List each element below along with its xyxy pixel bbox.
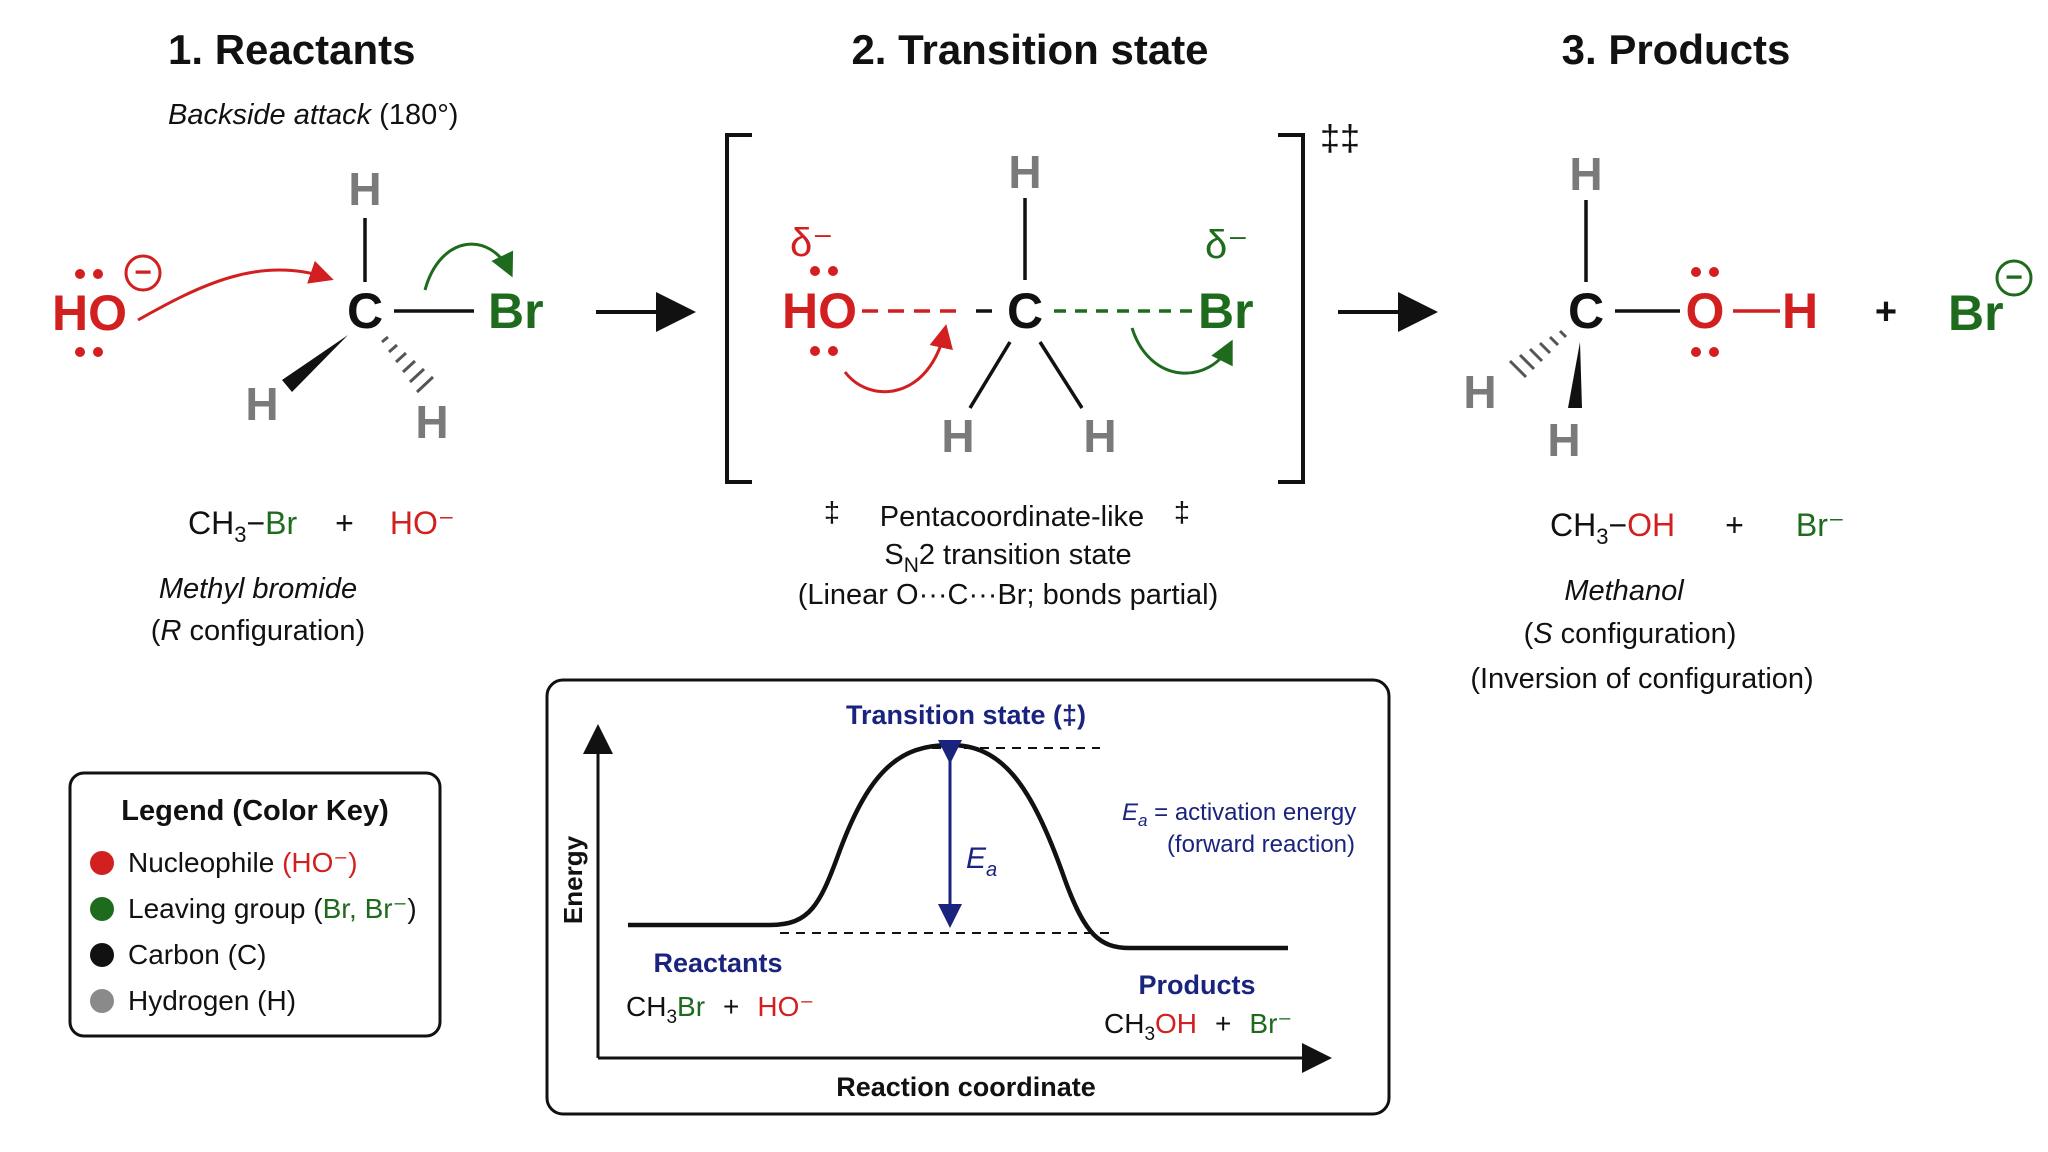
legend-items: Nucleophile (HO⁻) Leaving group (Br, Br⁻)…	[90, 847, 417, 1016]
leaving-arrow	[423, 242, 514, 291]
prod-hydrogen-wedge: H	[1547, 414, 1580, 466]
hydrogen-top: H	[348, 163, 381, 215]
ts-label: Transition state (‡)	[846, 700, 1086, 730]
ts-leaving-arrow	[1130, 327, 1233, 375]
legend-item-1: Leaving group (Br, Br⁻)	[128, 893, 417, 924]
left-bracket	[725, 133, 752, 484]
ts-line2: SN2 transition state	[884, 539, 1131, 577]
energy-reactants-formula: CH3Br+HO⁻	[626, 991, 814, 1028]
reactant-carbon: C	[347, 283, 383, 339]
products-title: 3. Products	[1562, 26, 1791, 73]
inversion-note: (Inversion of configuration)	[1470, 663, 1813, 695]
legend-item-3: Hydrogen (H)	[128, 985, 296, 1016]
energy-ylabel: Energy	[558, 835, 588, 924]
prod-wedge-bond	[1568, 342, 1582, 408]
ts-hydrogen-left: H	[941, 410, 974, 462]
charge-sign: −	[134, 256, 152, 289]
hashed-bond	[381, 335, 435, 394]
prod-plus: +	[1875, 291, 1897, 333]
attack-arrow	[137, 260, 334, 322]
dagger-right: ‡	[1174, 497, 1190, 529]
ts-attack-arrow	[843, 324, 953, 394]
prod-oxygen: O	[1686, 283, 1725, 339]
products-panel: 3. Products H C O H H H + Br − CH3−OH+Br…	[1463, 26, 2033, 695]
ea-label: Ea	[966, 842, 997, 881]
product-configuration: (S configuration)	[1524, 618, 1737, 650]
legend-dot-3	[90, 989, 114, 1013]
ea-definition-2: (forward reaction)	[1167, 831, 1355, 858]
ts-c-h-right	[1038, 341, 1084, 409]
reactant-leaving-br: Br	[488, 283, 544, 339]
ts-line1: Pentacoordinate-like	[880, 501, 1144, 533]
products-formula: CH3−OH+Br⁻	[1550, 507, 1845, 549]
ts-c-h-left	[968, 341, 1012, 409]
products-label: Products	[1138, 970, 1255, 1000]
prod-hashed-bond	[1508, 329, 1568, 379]
ts-delta-o: δ⁻	[790, 221, 833, 265]
legend-frame	[68, 771, 442, 1038]
legend-dot-0	[90, 851, 114, 875]
prod-charge-sign: −	[2005, 261, 2023, 294]
ts-lone-pair-dots	[810, 266, 838, 356]
reactants-formula: CH3−Br+HO⁻	[188, 505, 455, 547]
negative-charge-icon	[124, 254, 162, 292]
ts-hydrogen-right: H	[1083, 410, 1116, 462]
legend-title: Legend (Color Key)	[121, 795, 388, 827]
ea-definition: Ea = activation energy	[1122, 799, 1356, 830]
prod-hydrogen-top: H	[1569, 148, 1602, 200]
prod-bromide: Br	[1948, 285, 2004, 341]
transition-title: 2. Transition state	[851, 26, 1208, 73]
right-bracket	[1278, 133, 1305, 484]
ts-carbon: C	[1007, 283, 1043, 339]
legend-dot-2	[90, 943, 114, 967]
hydrogen-hash: H	[415, 396, 448, 448]
hydrogen-wedge: H	[245, 378, 278, 430]
ts-delta-br: δ⁻	[1205, 223, 1248, 267]
reactant-configuration: (R configuration)	[151, 615, 365, 647]
backside-attack-caption: Backside attack (180°)	[168, 99, 458, 131]
methyl-bromide-name: Methyl bromide	[159, 573, 357, 605]
dagger-left: ‡	[824, 497, 840, 529]
lone-pair-dots	[75, 269, 103, 357]
legend-dot-1	[90, 897, 114, 921]
ts-leaving-br: Br	[1198, 283, 1254, 339]
energy-diagram-frame	[545, 678, 1391, 1116]
reactants-title: 1. Reactants	[168, 26, 415, 73]
double-dagger-symbol: ‡‡	[1320, 117, 1360, 158]
wedge-bond	[282, 335, 348, 392]
legend-item-0: Nucleophile (HO⁻)	[128, 847, 358, 878]
ts-line3: (Linear O···C···Br; bonds partial)	[798, 579, 1219, 611]
ts-nucleophile-ho: HO	[782, 283, 857, 339]
ts-hydrogen-top: H	[1008, 146, 1041, 198]
energy-diagram: Energy Reaction coordinate Transition st…	[545, 678, 1391, 1116]
prod-hydroxyl-h: H	[1782, 283, 1818, 339]
reactants-panel: 1. Reactants Backside attack (180°) HO −…	[52, 26, 544, 647]
energy-xlabel: Reaction coordinate	[836, 1072, 1096, 1102]
energy-products-formula: CH3OH+Br⁻	[1104, 1008, 1292, 1045]
prod-carbon: C	[1568, 283, 1604, 339]
legend-box: Legend (Color Key) Nucleophile (HO⁻) Leav…	[68, 771, 442, 1038]
legend-item-2: Carbon (C)	[128, 939, 266, 970]
methanol-name: Methanol	[1564, 575, 1685, 607]
prod-hydrogen-hash: H	[1463, 366, 1496, 418]
prod-negative-charge-icon	[1995, 259, 2033, 297]
reactants-label: Reactants	[653, 948, 782, 978]
prod-lone-pair-dots	[1691, 267, 1719, 357]
transition-state-panel: 2. Transition state ‡‡ δ⁻ HO C Br δ⁻ H H…	[725, 26, 1360, 611]
reactant-nucleophile-ho: HO	[52, 285, 127, 341]
